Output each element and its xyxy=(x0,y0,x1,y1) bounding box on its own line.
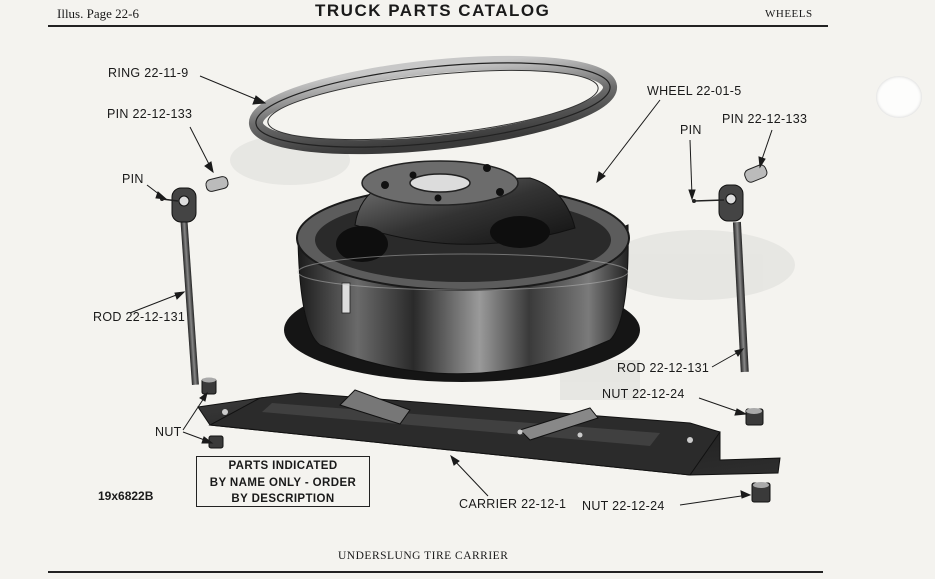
right-rod-assembly xyxy=(692,164,768,426)
callout-nut-right-top: NUT 22-12-24 xyxy=(602,387,685,401)
callout-carrier: CARRIER 22-12-1 xyxy=(459,497,567,511)
figure-id: 19x6822B xyxy=(98,489,154,503)
note-line-2: BY NAME ONLY - ORDER xyxy=(209,476,357,489)
callout-nut-left: NUT xyxy=(155,425,182,439)
figure-caption: UNDERSLUNG TIRE CARRIER xyxy=(338,550,509,562)
callout-pin-right: PIN xyxy=(680,123,702,137)
note-line-1: PARTS INDICATED xyxy=(228,460,338,472)
carrier-part xyxy=(197,389,781,503)
callout-pin-top-right: PIN 22-12-133 xyxy=(722,112,808,126)
leader-lines xyxy=(129,75,773,506)
ghost-background xyxy=(230,135,795,400)
left-rod-assembly xyxy=(160,176,229,395)
header-rule xyxy=(48,25,828,27)
callout-wheel: WHEEL 22-01-5 xyxy=(647,84,742,98)
callout-pin-left: PIN xyxy=(122,172,144,186)
callout-pin-top-left: PIN 22-12-133 xyxy=(107,107,193,121)
footer-rule xyxy=(48,571,823,573)
binder-hole xyxy=(876,76,922,118)
parts-note-box: PARTS INDICATED BY NAME ONLY - ORDER BY … xyxy=(196,456,370,507)
callout-rod-left: ROD 22-12-131 xyxy=(93,310,186,324)
wheel-part xyxy=(284,160,640,382)
callout-nut-bottom: NUT 22-12-24 xyxy=(582,499,665,513)
section-title: WHEELS xyxy=(765,8,813,20)
ring-part xyxy=(248,55,618,155)
callout-ring: RING 22-11-9 xyxy=(108,66,189,80)
callout-rod-right: ROD 22-12-131 xyxy=(617,361,710,375)
catalog-title: TRUCK PARTS CATALOG xyxy=(315,1,551,20)
illustration-page-number: Illus. Page 22-6 xyxy=(57,6,139,21)
note-line-3: BY DESCRIPTION xyxy=(231,493,335,505)
